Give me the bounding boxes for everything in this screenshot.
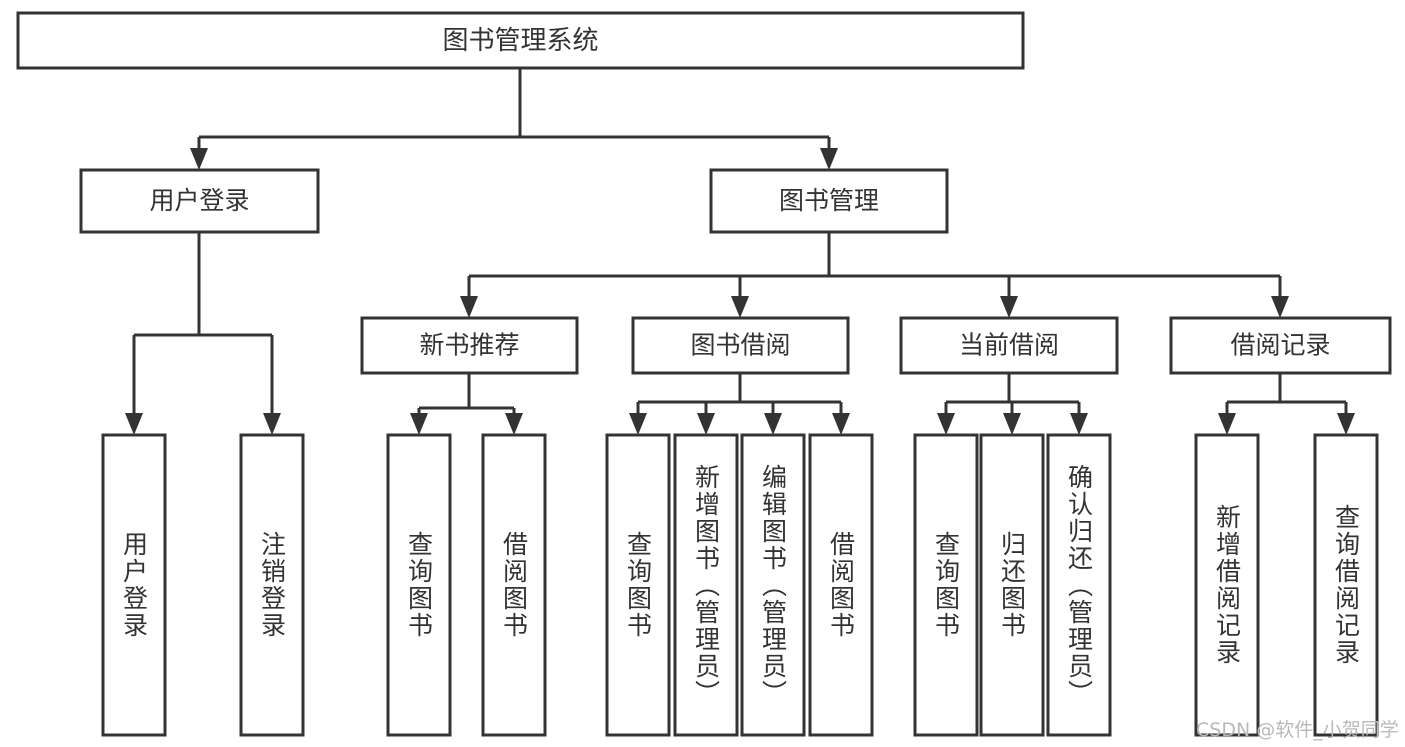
arrow-head-icon bbox=[125, 413, 143, 435]
node-label: 借阅记录 bbox=[1230, 331, 1330, 360]
arrow-head-icon bbox=[1271, 296, 1289, 318]
root-node-图书管理系统[interactable]: 图书管理系统 bbox=[16, 11, 1025, 70]
node-box[interactable] bbox=[386, 433, 452, 737]
node-box[interactable] bbox=[1046, 433, 1112, 737]
connector-booksmgmt-to-level2 bbox=[460, 232, 1289, 318]
node-label: 当前借阅 bbox=[959, 331, 1059, 360]
node-box[interactable] bbox=[808, 433, 874, 737]
connector-newbook-to-leaves bbox=[410, 373, 523, 435]
leaf-node-归还图书[interactable] bbox=[979, 433, 1045, 737]
arrow-head-icon bbox=[937, 413, 955, 435]
arrow-head-icon bbox=[697, 413, 715, 435]
leaf-node-借阅图书[interactable] bbox=[808, 433, 874, 737]
node-box[interactable] bbox=[481, 433, 547, 737]
node-box[interactable] bbox=[740, 433, 806, 737]
node-box[interactable] bbox=[239, 433, 305, 737]
leaf-node-用户登录[interactable] bbox=[101, 433, 167, 737]
leaf-node-新增图书管理员[interactable] bbox=[673, 433, 739, 737]
level2-node-借阅记录[interactable]: 借阅记录 bbox=[1169, 316, 1392, 375]
node-box[interactable] bbox=[605, 433, 671, 737]
arrow-head-icon bbox=[764, 413, 782, 435]
leaf-node-查询图书[interactable] bbox=[913, 433, 979, 737]
connector-root-to-level1 bbox=[190, 68, 838, 170]
leaf-node-查询图书[interactable] bbox=[386, 433, 452, 737]
node-box[interactable] bbox=[360, 316, 579, 375]
leaf-node-注销登录[interactable] bbox=[239, 433, 305, 737]
node-label: 用户登录 bbox=[149, 186, 249, 215]
node-box[interactable] bbox=[1169, 316, 1392, 375]
leaf-node-确认归还管理员[interactable] bbox=[1046, 433, 1112, 737]
arrow-head-icon bbox=[190, 148, 208, 170]
arrow-head-icon bbox=[820, 148, 838, 170]
leaf-node-查询图书[interactable] bbox=[605, 433, 671, 737]
node-box[interactable] bbox=[79, 168, 320, 234]
level2-node-图书借阅[interactable]: 图书借阅 bbox=[631, 316, 850, 375]
node-box[interactable] bbox=[1194, 433, 1260, 737]
arrow-head-icon bbox=[629, 413, 647, 435]
arrow-head-icon bbox=[731, 296, 749, 318]
arrow-head-icon bbox=[832, 413, 850, 435]
node-label: 新书推荐 bbox=[419, 331, 519, 360]
node-box[interactable] bbox=[913, 433, 979, 737]
arrow-head-icon bbox=[410, 413, 428, 435]
arrow-head-icon bbox=[1218, 413, 1236, 435]
arrow-head-icon bbox=[1000, 296, 1018, 318]
node-box[interactable] bbox=[979, 433, 1045, 737]
arrow-head-icon bbox=[1070, 413, 1088, 435]
leaf-node-编辑图书管理员[interactable] bbox=[740, 433, 806, 737]
level2-node-新书推荐[interactable]: 新书推荐 bbox=[360, 316, 579, 375]
level1-node-图书管理[interactable]: 图书管理 bbox=[709, 168, 949, 234]
node-box[interactable] bbox=[1313, 433, 1379, 737]
node-box[interactable] bbox=[101, 433, 167, 737]
node-box[interactable] bbox=[631, 316, 850, 375]
leaf-node-新增借阅记录[interactable] bbox=[1194, 433, 1260, 737]
node-box[interactable] bbox=[899, 316, 1119, 375]
level1-node-用户登录[interactable]: 用户登录 bbox=[79, 168, 320, 234]
level2-node-当前借阅[interactable]: 当前借阅 bbox=[899, 316, 1119, 375]
node-label: 图书管理 bbox=[779, 186, 879, 215]
arrow-head-icon bbox=[1003, 413, 1021, 435]
connector-current-to-leaves bbox=[937, 373, 1088, 435]
connector-borrow-to-leaves bbox=[629, 373, 850, 435]
arrow-head-icon bbox=[460, 296, 478, 318]
node-box[interactable] bbox=[709, 168, 949, 234]
leaf-node-借阅图书[interactable] bbox=[481, 433, 547, 737]
node-box[interactable] bbox=[673, 433, 739, 737]
node-box[interactable] bbox=[16, 11, 1025, 70]
node-label: 图书借阅 bbox=[690, 331, 790, 360]
leaf-node-查询借阅记录[interactable] bbox=[1313, 433, 1379, 737]
node-label: 图书管理系统 bbox=[442, 26, 598, 56]
arrow-head-icon bbox=[505, 413, 523, 435]
arrow-head-icon bbox=[1337, 413, 1355, 435]
connector-userlogin-to-leaves bbox=[125, 232, 281, 435]
arrow-head-icon bbox=[263, 413, 281, 435]
connector-record-to-leaves bbox=[1218, 373, 1355, 435]
